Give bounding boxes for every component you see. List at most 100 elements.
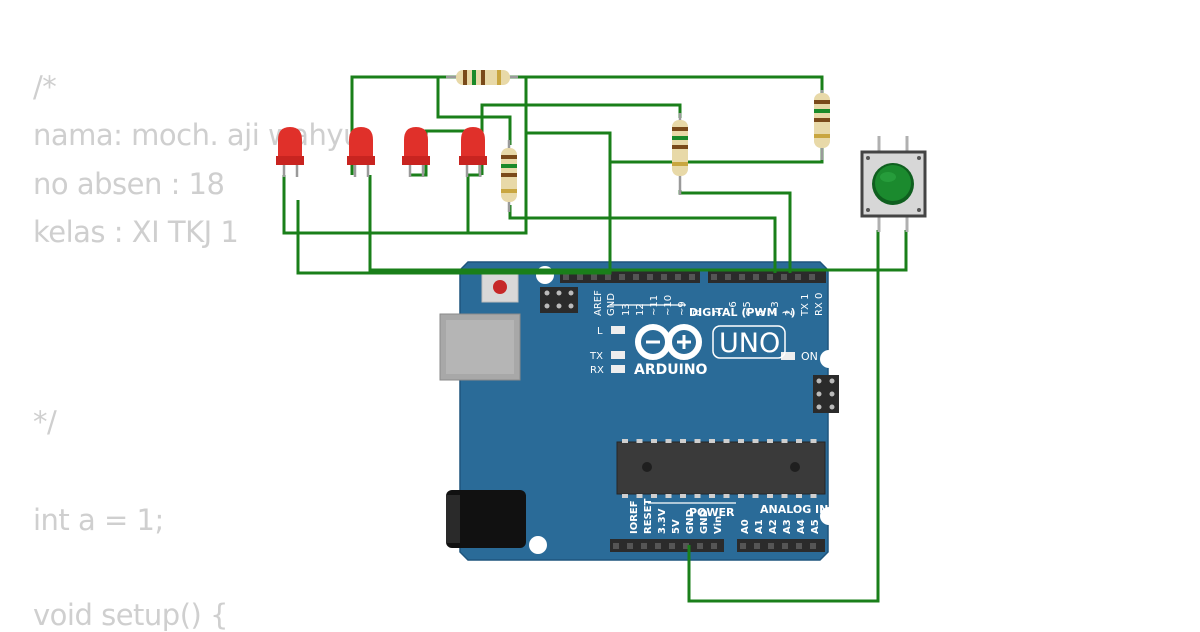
pin-hole[interactable] xyxy=(605,274,611,280)
pin-hole[interactable] xyxy=(661,274,667,280)
pin-hole[interactable] xyxy=(810,543,816,549)
digital_pin-label: GND xyxy=(606,293,617,316)
pin-hole[interactable] xyxy=(781,274,787,280)
code-line-7: void setup() { xyxy=(33,598,229,632)
pin-hole[interactable] xyxy=(577,274,583,280)
mount-hole-r1 xyxy=(820,350,838,368)
chip-pin xyxy=(709,439,715,443)
pin-hole[interactable] xyxy=(563,274,569,280)
pin-hole[interactable] xyxy=(613,543,619,549)
pin-hole[interactable] xyxy=(782,543,788,549)
led-l xyxy=(611,326,625,334)
icsp-header xyxy=(540,287,578,313)
pin-hole[interactable] xyxy=(796,543,802,549)
pin-hole[interactable] xyxy=(809,274,815,280)
chip-pin xyxy=(781,439,788,443)
resistor-right-of-leds[interactable] xyxy=(501,140,517,212)
chip-pin xyxy=(723,439,730,443)
chip-pin xyxy=(796,494,802,498)
chip-pin xyxy=(781,494,788,498)
pin-hole[interactable] xyxy=(655,543,661,549)
pin-hole[interactable] xyxy=(683,543,689,549)
analog_pin-label: A2 xyxy=(768,519,779,534)
arduino-logo-icon xyxy=(635,324,702,360)
chip-pin xyxy=(622,439,628,443)
pin-hole[interactable] xyxy=(725,274,731,280)
board-brand: ARDUINO xyxy=(634,362,708,378)
power_pin-label: RESET xyxy=(643,498,654,534)
pin-hole[interactable] xyxy=(627,543,633,549)
pin-hole[interactable] xyxy=(647,274,653,280)
digital_pin-label: ~6 xyxy=(728,301,739,316)
pin-hole[interactable] xyxy=(711,274,717,280)
pin-hole[interactable] xyxy=(641,543,647,549)
code-line-3: no absen : 18 xyxy=(33,167,225,201)
analog_pin-label: A4 xyxy=(796,519,807,534)
wire-top-loop xyxy=(350,75,824,175)
chip-pin xyxy=(796,439,802,443)
resistor-far-right[interactable] xyxy=(814,90,830,160)
led-on xyxy=(781,352,795,360)
chip-pin xyxy=(622,494,628,498)
power_pin-label: Vin xyxy=(713,516,724,534)
pin-hole[interactable] xyxy=(753,274,759,280)
pin-hole[interactable] xyxy=(795,274,801,280)
icsp-header-right xyxy=(813,375,839,413)
pin-hole[interactable] xyxy=(689,274,695,280)
analog-header-label: ANALOG IN xyxy=(760,503,828,516)
pin-hole[interactable] xyxy=(697,543,703,549)
wire-r2-center xyxy=(436,77,512,145)
analog_pin-label: A0 xyxy=(740,519,751,534)
chip-pin xyxy=(738,494,744,498)
power-header[interactable] xyxy=(610,539,724,552)
microcontroller-chip xyxy=(616,439,826,498)
mount-hole-r2 xyxy=(820,507,838,525)
pin-hole[interactable] xyxy=(767,274,773,280)
analog_pin-label: A3 xyxy=(782,519,793,534)
code-line-4: kelas : XI TKJ 1 xyxy=(33,215,239,249)
red-led-4[interactable] xyxy=(459,127,487,177)
power-header-label: POWER xyxy=(689,506,735,519)
resistor-top[interactable] xyxy=(446,70,518,85)
wire-gnd-to-button xyxy=(687,230,880,603)
pushbutton[interactable] xyxy=(860,136,927,232)
power_pin-label: 5V xyxy=(671,519,682,534)
pin-hole[interactable] xyxy=(675,274,681,280)
pin-hole[interactable] xyxy=(768,543,774,549)
digital_pin-label: AREF xyxy=(593,290,604,316)
digital_pin-label: ~5 xyxy=(742,301,753,316)
pin-hole[interactable] xyxy=(740,543,746,549)
chip-pin xyxy=(680,494,686,498)
led-label-on: ON xyxy=(801,350,818,363)
wire-led4-to-d8 xyxy=(466,131,612,273)
pin-hole[interactable] xyxy=(591,274,597,280)
digital_pin-label: ~9 xyxy=(677,301,688,316)
analog_pin-label: A5 xyxy=(810,519,821,534)
resistor-middle[interactable] xyxy=(672,113,688,195)
mount-hole-bl xyxy=(529,536,547,554)
led-label-rx: RX xyxy=(590,365,604,376)
pin-hole[interactable] xyxy=(739,274,745,280)
digital_pin-label: 12 xyxy=(635,303,646,316)
power-jack xyxy=(446,490,526,548)
digital-header-label: DIGITAL (PWM ~) xyxy=(689,306,796,319)
pin-hole[interactable] xyxy=(754,543,760,549)
chip-pin xyxy=(738,439,744,443)
wire-led2-bus xyxy=(368,175,908,272)
digital_pin-label: 4 xyxy=(756,310,767,316)
pin-hole[interactable] xyxy=(619,274,625,280)
wire-r4-to-button xyxy=(296,145,824,275)
chip-pin xyxy=(651,439,657,443)
red-led-1[interactable] xyxy=(276,127,304,177)
red-led-3[interactable] xyxy=(402,127,430,177)
red-led-2[interactable] xyxy=(347,127,375,177)
pin-hole[interactable] xyxy=(669,543,675,549)
pin-hole[interactable] xyxy=(711,543,717,549)
pin-hole[interactable] xyxy=(633,274,639,280)
digital_pin-label: TX 1 xyxy=(800,294,811,318)
digital_pin-label: 7 xyxy=(713,310,724,316)
chip-pin xyxy=(694,494,701,498)
chip-pin xyxy=(636,439,643,443)
